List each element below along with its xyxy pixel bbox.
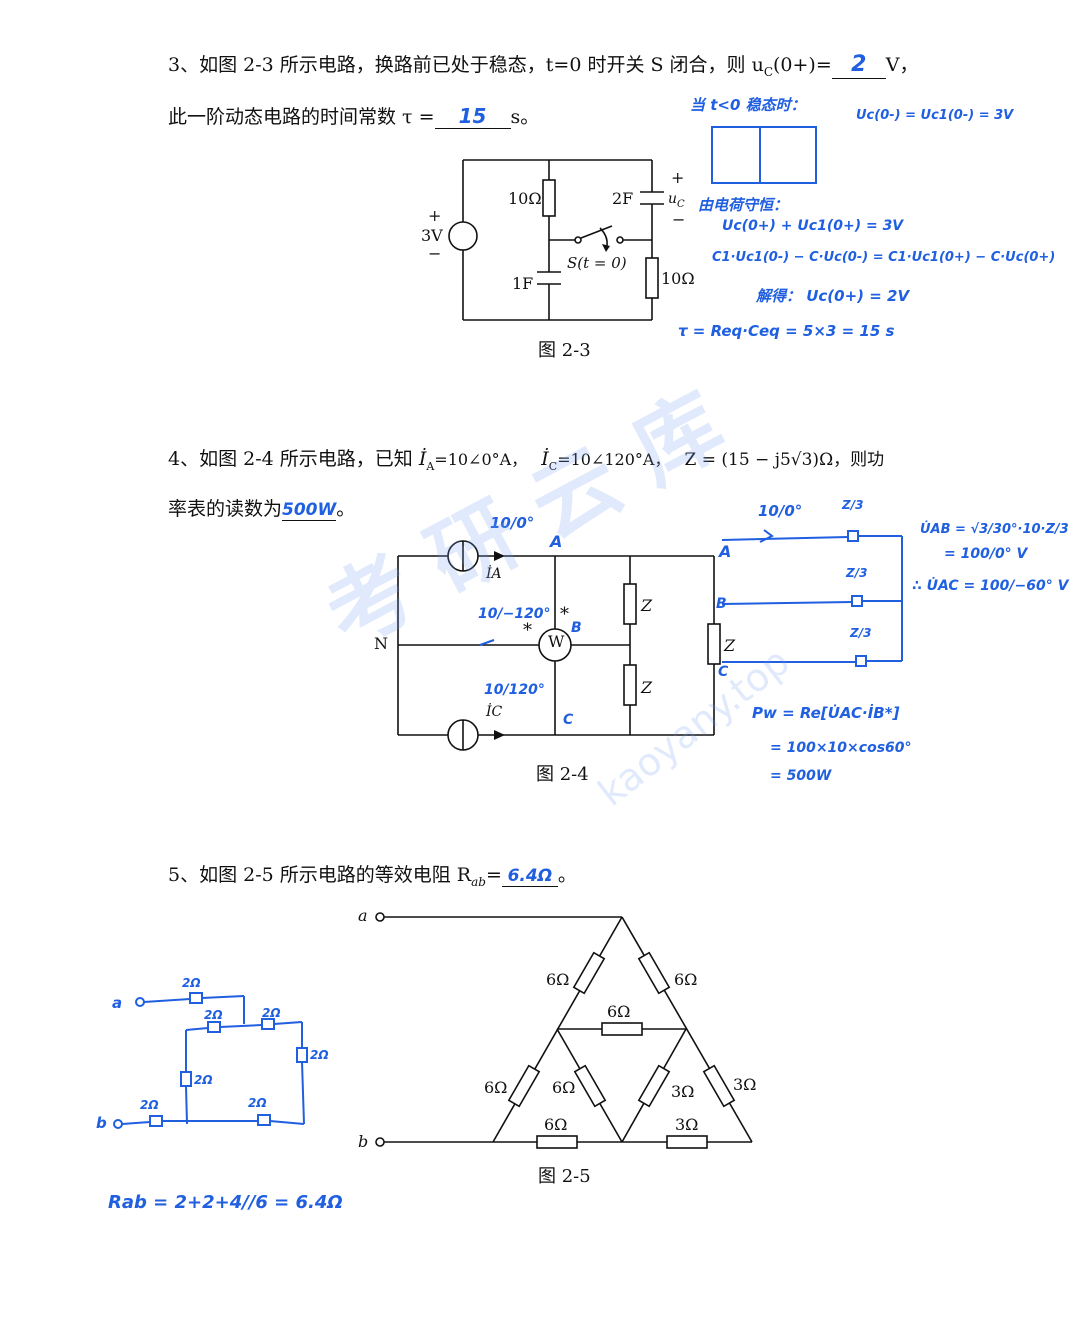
figure-caption-2-5: 图 2-5 <box>538 1166 591 1187</box>
q3-label-c2: 2F <box>612 189 634 208</box>
q3-label-r1: 10Ω <box>508 189 542 208</box>
q5-label-a: a <box>358 906 368 925</box>
q4-label-A: A <box>550 532 563 551</box>
watermark-chinese: 考 研 云 库 <box>309 374 740 667</box>
q3-note-2: Uc(0-) = Uc1(0-) = 3V <box>856 108 1014 123</box>
q4-note-3: 10/120° <box>484 682 545 698</box>
q4-label-A2: A <box>719 542 732 561</box>
q4-line2: 率表的读数为500W。 <box>168 498 356 522</box>
q4-note-10: ∴ U̇AC = 100/−60° V <box>912 578 1069 594</box>
q5-line: 5、如图 2-5 所示电路的等效电阻 Rab=6.4Ω。 <box>168 864 577 889</box>
q3-note-1: 当 t<0 稳态时： <box>690 96 806 114</box>
q4-label-ic: İC <box>486 704 503 720</box>
q3-note-4: Uc(0+) + Uc1(0+) = 3V <box>722 218 904 234</box>
q4-note-12: = 100×10×cos60° <box>770 740 912 756</box>
q5-note-7: 2Ω <box>248 1096 267 1110</box>
q5-label-r3: 6Ω <box>607 1002 631 1021</box>
q3-plus: + <box>671 168 685 187</box>
q5-label-r8: 6Ω <box>544 1115 568 1134</box>
watermark-url: kaoyany.top <box>590 638 798 815</box>
q4-note-7: Z/3 <box>850 626 872 640</box>
q4-label-B2: B <box>716 596 727 612</box>
q4-answer: 500W <box>282 500 337 522</box>
figure-caption-2-3: 图 2-3 <box>538 340 591 361</box>
q4-note-9: = 100/0° V <box>944 546 1028 562</box>
q3-minus: − <box>672 210 686 229</box>
q4-note-1: 10/0° <box>490 514 535 532</box>
q3-answer-uc: 2 <box>831 52 886 80</box>
q3-note-5: C1·Uc1(0-) − C·Uc(0-) = C1·Uc1(0+) − C·U… <box>712 250 1056 265</box>
q4-label-Z1: Z <box>641 596 653 615</box>
q4-note-6: Z/3 <box>846 566 868 580</box>
q4-note-11: Pw = Re[U̇AC·İB*] <box>752 704 900 722</box>
figure-caption-2-4: 图 2-4 <box>536 764 589 785</box>
q5-note-6: 2Ω <box>140 1098 159 1112</box>
q4-star-1: * <box>523 620 532 641</box>
q5-note-3: 2Ω <box>262 1006 281 1020</box>
q5-note-1: 2Ω <box>182 976 201 990</box>
q4-label-W: W <box>548 632 565 651</box>
q4-label-Z2: Z <box>641 678 653 697</box>
q5-label-r5: 6Ω <box>552 1078 576 1097</box>
q3-label-uc: uC <box>668 191 685 210</box>
q5-label-r4: 6Ω <box>484 1078 508 1097</box>
q5-label-r2: 6Ω <box>674 970 698 989</box>
q4-label-Z3: Z <box>724 636 736 655</box>
q5-note-b: b <box>96 1114 107 1132</box>
q5-label-r7: 3Ω <box>733 1075 757 1094</box>
q4-label-N: N <box>374 634 388 653</box>
q5-label-b: b <box>358 1132 369 1151</box>
q5-note-rab: Rab = 2+2+4//6 = 6.4Ω <box>108 1192 343 1213</box>
q3-answer-tau: 15 <box>434 104 511 129</box>
q4-star-2: * <box>560 604 569 625</box>
q5-label-r1: 6Ω <box>546 970 570 989</box>
q3-line1: 3、如图 2-3 所示电路，换路前已处于稳态，t=0 时开关 S 闭合，则 uC… <box>168 52 919 80</box>
q3-label-switch: S(t = 0) <box>567 254 627 272</box>
q3-label-c1: 1F <box>512 274 534 293</box>
q5-note-2: 2Ω <box>204 1008 223 1022</box>
q4-note-8: U̇AB = √3/30°·10·Z/3 <box>920 522 1069 537</box>
q5-label-r6: 3Ω <box>671 1082 695 1101</box>
q3-note-7: τ = Req·Ceq = 5×3 = 15 s <box>678 322 895 340</box>
q5-answer: 6.4Ω <box>501 866 558 888</box>
q3-note-3: 由电荷守恒： <box>698 196 789 214</box>
q4-note-2: 10/−120° <box>478 606 551 622</box>
q4-line1: 4、如图 2-4 所示电路，已知 İA=10∠0°A， İC=10∠120°A，… <box>168 448 885 473</box>
q3-vsrc-minus: − <box>428 244 442 263</box>
q4-label-C2: C <box>718 664 729 680</box>
q5-label-r9: 3Ω <box>675 1115 699 1134</box>
q5-note-5: 2Ω <box>194 1073 213 1087</box>
q4-label-C: C <box>563 712 574 728</box>
q3-note-6: 解得： Uc(0+) = 2V <box>756 287 910 305</box>
q5-note-4: 2Ω <box>310 1048 329 1062</box>
q4-label-ia: İA <box>486 566 502 582</box>
q3-vsrc-plus: + <box>428 206 442 225</box>
q3-label-r2: 10Ω <box>661 269 695 288</box>
q4-label-B: B <box>571 620 582 636</box>
q5-note-a: a <box>112 994 123 1012</box>
q4-note-5: Z/3 <box>842 498 864 512</box>
q3-label-vsrc: 3V <box>421 226 443 245</box>
q4-note-4: 10/0° <box>758 502 803 520</box>
q4-note-13: = 500W <box>770 768 832 784</box>
